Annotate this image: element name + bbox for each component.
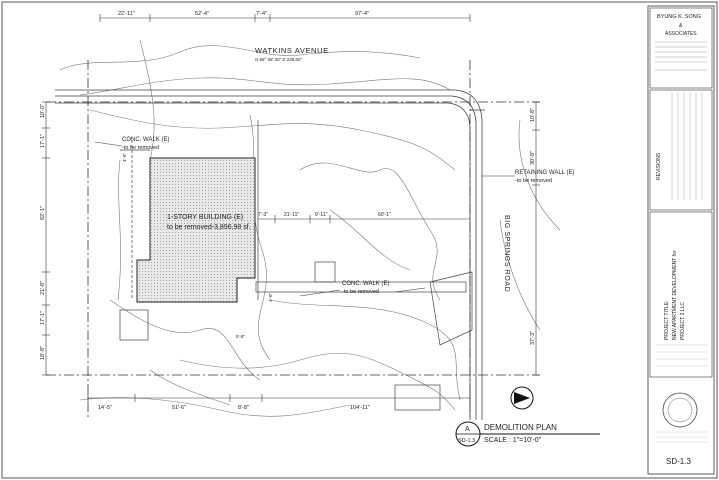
annotation-retaining-wall: RETAINING WALL (E) xyxy=(515,170,574,176)
topographic-contours xyxy=(59,39,561,417)
street-lines xyxy=(55,89,485,420)
dim-interior-2: 21'-11" xyxy=(284,212,299,218)
revisions-label: REVISIONS xyxy=(656,152,662,180)
seal-stamp xyxy=(662,392,698,428)
dim-bottom-3: 8'-8" xyxy=(238,405,249,411)
building-note: to be removed-3,896.98 sf. xyxy=(167,224,251,231)
north-arrow xyxy=(510,386,534,410)
annotation-conc-walk-1: CONC. WALK (E) xyxy=(122,137,169,143)
dimension-lines xyxy=(42,14,540,402)
dim-left-5: 17'-1" xyxy=(40,311,46,325)
firm-name-line3: ASSOCIATES xyxy=(665,31,697,37)
dim-interior-3: 9'-11" xyxy=(315,212,328,218)
annotation-conc-walk-2-note: -to be removed xyxy=(342,289,379,295)
drawing-title: DEMOLITION PLAN xyxy=(484,423,557,432)
dim-left-6: 18'-8" xyxy=(40,346,46,360)
sheet-number: SD-1.3 xyxy=(666,457,691,466)
dim-bottom-4: 104'-11" xyxy=(350,405,370,411)
leader-lines xyxy=(94,141,515,297)
project-title-label: PROJECT TITLE: xyxy=(664,300,670,340)
dim-top-4: 97'-4" xyxy=(355,11,369,17)
road-name: BIG SPRINGS ROAD xyxy=(503,215,510,292)
firm-name-line1: BYUNG K. SONG xyxy=(657,14,701,20)
dim-left-3: 62'-1" xyxy=(40,206,46,220)
dim-left-1: 10'-0" xyxy=(40,104,46,118)
dim-left-2: 17'-1" xyxy=(40,134,46,148)
drawing-title-block: A SD-1.3 DEMOLITION PLAN SCALE : 1"=10'-… xyxy=(455,421,600,447)
existing-structures xyxy=(119,120,473,411)
street-bearing: N 66° 08' 30" E 228.00' xyxy=(255,57,302,62)
dim-left-4: 21'-8" xyxy=(40,281,46,295)
drawing-scale: SCALE : 1"=10'-0" xyxy=(484,437,542,444)
building-title: 1-STORY BUILDING (E) xyxy=(167,214,243,221)
dim-top-1: 22'-11" xyxy=(118,11,135,17)
annotation-conc-walk-2: CONC. WALK (E) xyxy=(342,281,389,287)
dim-right-3: 37'-3" xyxy=(530,331,536,345)
dim-small-1: 4'-0" xyxy=(122,153,127,162)
drawing-sheet-ref: SD-1.3 xyxy=(458,438,475,444)
dim-right-2: 30'-8" xyxy=(530,151,536,165)
existing-building xyxy=(136,157,256,303)
dim-right-1: 10'-8" xyxy=(530,108,536,122)
dim-interior-4: 60'-1" xyxy=(378,212,391,218)
street-name: WATKINS AVENUE xyxy=(255,46,329,55)
dim-interior-1: 7'-3" xyxy=(258,212,268,218)
dim-top-3: 7'-4" xyxy=(256,11,267,17)
title-block: BYUNG K. SONG & ASSOCIATES REVISIONS PRO… xyxy=(647,5,715,475)
dim-top-2: 52'-4" xyxy=(195,11,209,17)
project-line-1: NEW APARTMENT DEVELOPMENT for xyxy=(672,250,678,340)
project-line-2: PROJECT 2 LLC xyxy=(680,302,686,340)
property-lines xyxy=(46,60,540,420)
firm-name-line2: & xyxy=(679,23,683,29)
annotation-retaining-wall-note: -to be removed xyxy=(515,178,552,184)
dim-bottom-2: 51'-6" xyxy=(172,405,186,411)
dim-small-3: 5'-5" xyxy=(236,334,245,339)
dim-bottom-1: 14'-5" xyxy=(98,405,112,411)
annotation-conc-walk-1-note: -to be removed xyxy=(122,145,159,151)
dim-small-2: 4'-0" xyxy=(268,293,273,302)
drawing-letter: A xyxy=(465,426,470,433)
